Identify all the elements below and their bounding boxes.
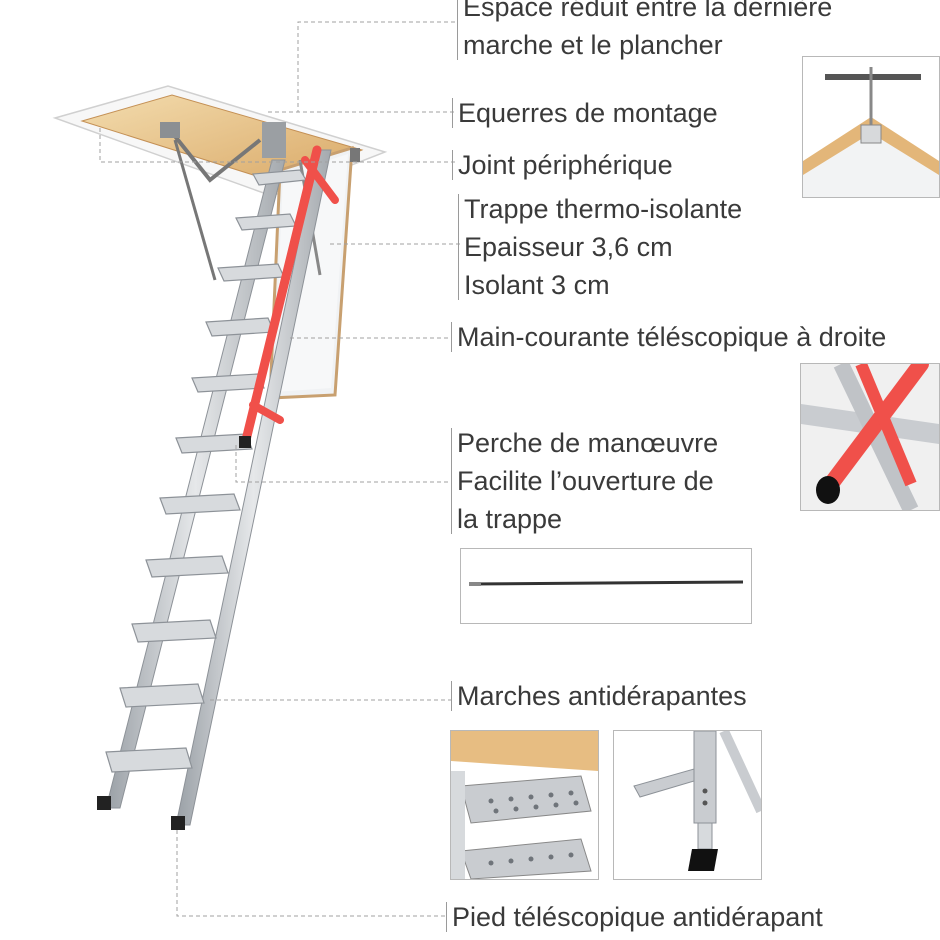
handrail-detail-image (800, 363, 940, 511)
label-espace-reduit: Espace réduit entre la dernière marche e… (457, 0, 832, 64)
label-espace-line-1: Espace réduit entre la dernière (463, 0, 833, 22)
label-perche-line-1: Perche de manœuvre (457, 428, 719, 458)
label-pied-line: Pied téléscopique antidérapant (452, 902, 823, 932)
label-perche: Perche de manœuvre Facilite l’ouverture … (451, 424, 718, 538)
pole-image (460, 548, 752, 624)
label-marches: Marches antidérapantes (451, 677, 747, 715)
bracket-detail-image (802, 56, 940, 198)
label-trappe-line-2: Epaisseur 3,6 cm (464, 232, 673, 262)
label-equerres-line: Equerres de montage (458, 98, 718, 128)
label-perche-line-3: la trappe (457, 504, 563, 534)
label-trappe-line-1: Trappe thermo-isolante (464, 194, 743, 224)
label-espace-line-2: marche et le plancher (463, 30, 723, 60)
label-perche-line-2: Facilite l’ouverture de (457, 466, 714, 496)
step-detail-image (450, 730, 599, 880)
label-pied: Pied téléscopique antidérapant (446, 898, 823, 936)
label-main-courante: Main-courante téléscopique à droite (451, 318, 886, 356)
foot-detail-image (613, 730, 762, 880)
label-joint-line: Joint périphérique (458, 150, 673, 180)
label-marches-line: Marches antidérapantes (457, 681, 747, 711)
label-trappe: Trappe thermo-isolante Epaisseur 3,6 cm … (458, 190, 742, 304)
label-equerres: Equerres de montage (452, 94, 718, 132)
ladder-steps (105, 169, 307, 773)
label-trappe-line-3: Isolant 3 cm (464, 270, 610, 300)
label-joint: Joint périphérique (452, 146, 673, 184)
label-main-courante-line: Main-courante téléscopique à droite (457, 322, 887, 352)
